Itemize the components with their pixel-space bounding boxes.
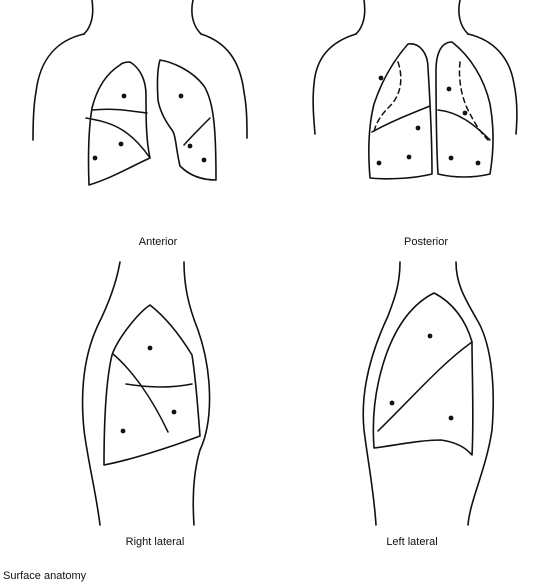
left-lateral-dot <box>427 333 433 339</box>
posterior-dot <box>406 154 412 160</box>
anterior-right-horizontal-fissure <box>92 108 148 114</box>
right-lateral-dot <box>147 345 153 351</box>
posterior-left-dashed-fissure <box>458 61 489 141</box>
posterior-shoulder-left <box>312 33 357 135</box>
left-lateral-dot <box>389 400 395 406</box>
figure-caption: Surface anatomy <box>3 570 87 582</box>
left-lateral-oblique-fissure <box>377 341 473 432</box>
right-lateral-dot <box>171 409 177 415</box>
posterior-right-lung <box>368 43 433 180</box>
posterior-right-dashed-fissure <box>373 61 402 133</box>
posterior-right-oblique-fissure <box>371 105 431 133</box>
posterior-label: Posterior <box>403 236 449 248</box>
right-lateral-label: Right lateral <box>125 536 185 548</box>
anterior-dot <box>121 93 127 99</box>
posterior-dot <box>415 125 421 131</box>
right-lateral-horizontal-fissure <box>125 383 193 388</box>
anterior-neck-right <box>191 0 202 35</box>
anterior-dot <box>178 93 184 99</box>
left-lateral-dot <box>448 415 454 421</box>
posterior-left-lung <box>435 41 494 178</box>
anterior-shoulder-right <box>200 33 248 139</box>
posterior-dot <box>376 160 382 166</box>
right-lateral-lung <box>103 304 201 466</box>
anterior-dot <box>187 143 193 149</box>
posterior-dot <box>475 160 481 166</box>
posterior-shoulder-right <box>467 33 518 135</box>
posterior-neck-left <box>355 0 366 35</box>
anterior-dot <box>201 157 207 163</box>
anterior-view <box>32 0 248 186</box>
left-lateral-view <box>362 261 495 526</box>
posterior-dot <box>446 86 452 92</box>
posterior-view <box>312 0 518 180</box>
right-lateral-dot <box>120 428 126 434</box>
anterior-right-lung <box>87 61 151 186</box>
anterior-neck-left <box>83 0 94 35</box>
posterior-dot <box>462 110 468 116</box>
anterior-shoulder-left <box>32 33 85 141</box>
posterior-left-oblique-fissure <box>437 109 491 141</box>
right-lateral-view <box>81 261 211 526</box>
anterior-dot <box>118 141 124 147</box>
anterior-left-lung <box>156 59 217 181</box>
left-lateral-body-right <box>455 261 495 526</box>
anterior-dot <box>92 155 98 161</box>
anterior-label: Anterior <box>138 236 178 248</box>
posterior-dot <box>448 155 454 161</box>
right-lateral-body-right <box>183 261 211 526</box>
left-lateral-label: Left lateral <box>386 536 438 548</box>
anterior-left-oblique-fissure <box>183 117 211 146</box>
right-lateral-body-left <box>81 261 121 526</box>
anterior-right-oblique-fissure <box>85 117 151 159</box>
left-lateral-body-left <box>362 261 401 526</box>
right-lateral-oblique-fissure <box>112 353 169 433</box>
posterior-neck-right <box>458 0 469 35</box>
posterior-dot <box>378 75 384 81</box>
